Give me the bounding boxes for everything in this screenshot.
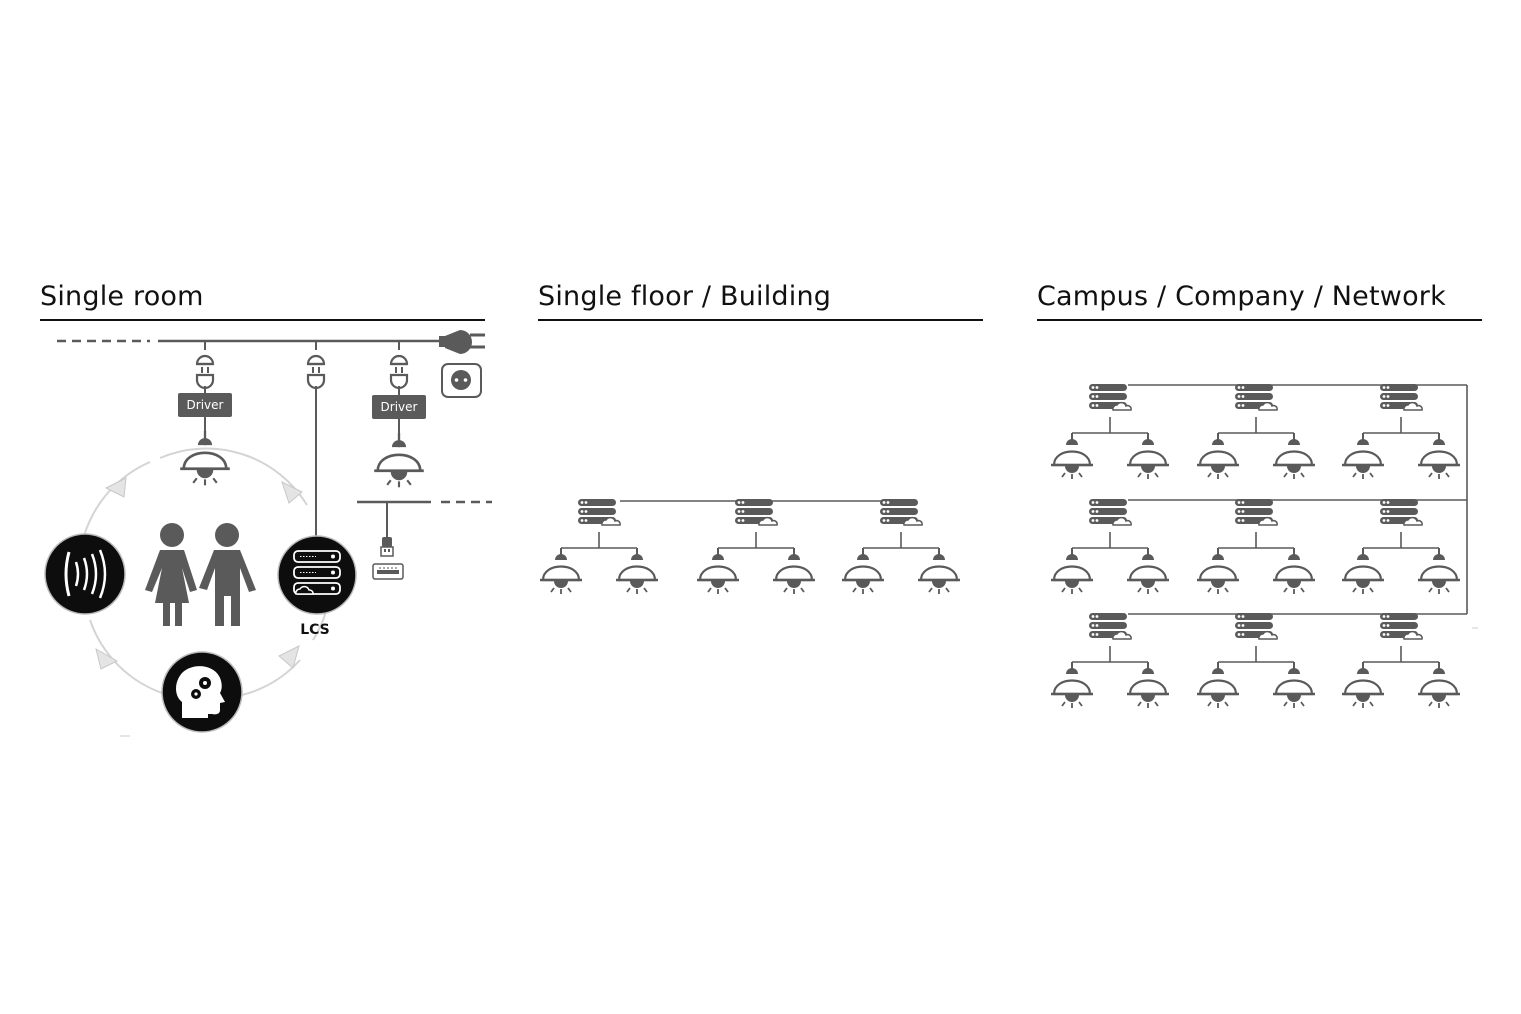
- pendant-lamp-icon: [1049, 431, 1095, 481]
- panel-title-campus-company-network: Campus / Company / Network: [1037, 281, 1446, 312]
- lcs-controller-icon: [277, 535, 357, 615]
- cycle-ring: [83, 447, 333, 696]
- controller-group: [1340, 612, 1462, 710]
- power-plug-icon: [439, 330, 485, 354]
- pendant-lamp-icon: [372, 431, 426, 489]
- server-cloud-icon: [1379, 383, 1423, 411]
- pendant-lamp-icon: [1195, 546, 1241, 596]
- server-cloud-icon: [1234, 612, 1278, 640]
- controller-group: [538, 498, 660, 596]
- pendant-lamp-icon: [695, 546, 741, 596]
- plug-connector-icon: [195, 354, 215, 390]
- driver-box: [178, 393, 232, 417]
- pendant-lamp-icon: [1271, 431, 1317, 481]
- pendant-lamp-icon: [1416, 546, 1462, 596]
- pendant-lamp-icon: [1340, 546, 1386, 596]
- pendant-lamp-icon: [1049, 660, 1095, 710]
- pendant-lamp-icon: [1271, 660, 1317, 710]
- pendant-lamp-icon: [614, 546, 660, 596]
- server-cloud-icon: [1379, 612, 1423, 640]
- controller-group: [1195, 612, 1317, 710]
- single-room-diagram: Driver Driver: [44, 330, 492, 737]
- controller-group: [1195, 498, 1317, 596]
- title-underline: [1037, 319, 1482, 321]
- driver-box: [372, 395, 426, 419]
- plug-connector-icon: [389, 354, 409, 390]
- head-gears-icon: [161, 651, 243, 733]
- pendant-lamp-icon: [1125, 660, 1171, 710]
- server-cloud-icon: [1088, 383, 1132, 411]
- server-cloud-icon: [1088, 498, 1132, 526]
- server-cloud-icon: [1379, 498, 1423, 526]
- controller-group: [1049, 383, 1171, 481]
- controller-group: [840, 498, 962, 596]
- panel-title-single-floor-building: Single floor / Building: [538, 281, 832, 312]
- pendant-lamp-icon: [1416, 660, 1462, 710]
- title-underline: [40, 319, 485, 321]
- pendant-lamp-icon: [178, 429, 232, 487]
- people-icon: [145, 523, 256, 626]
- controller-group: [1340, 383, 1462, 481]
- pendant-lamp-icon: [840, 546, 886, 596]
- pendant-lamp-icon: [1049, 546, 1095, 596]
- controller-group: [695, 498, 817, 596]
- campus-network-diagram: [1049, 383, 1478, 710]
- pendant-lamp-icon: [538, 546, 584, 596]
- server-cloud-icon: [1088, 612, 1132, 640]
- pendant-lamp-icon: [1125, 546, 1171, 596]
- pendant-lamp-icon: [1340, 660, 1386, 710]
- server-cloud-icon: [577, 498, 621, 526]
- controller-group: [1049, 612, 1171, 710]
- controller-group: [1049, 498, 1171, 596]
- sensor-waves-icon: [44, 533, 126, 615]
- title-underline: [538, 319, 983, 321]
- panel-title-single-room: Single room: [40, 281, 204, 312]
- pendant-lamp-icon: [1195, 431, 1241, 481]
- server-cloud-icon: [734, 498, 778, 526]
- single-floor-building-diagram: [538, 498, 962, 596]
- pendant-lamp-icon: [1416, 431, 1462, 481]
- usb-plug-icon: [380, 537, 394, 557]
- pendant-lamp-icon: [1195, 660, 1241, 710]
- pendant-lamp-icon: [1271, 546, 1317, 596]
- pendant-lamp-icon: [1340, 431, 1386, 481]
- pendant-lamp-icon: [916, 546, 962, 596]
- wall-socket-icon: [441, 363, 482, 398]
- controller-group: [1340, 498, 1462, 596]
- usb-port-icon: [372, 563, 404, 580]
- server-cloud-icon: [879, 498, 923, 526]
- pendant-lamp-icon: [1125, 431, 1171, 481]
- controller-group: [1195, 383, 1317, 481]
- driver-label: Driver: [381, 400, 418, 414]
- server-cloud-icon: [1234, 498, 1278, 526]
- pendant-lamp-icon: [771, 546, 817, 596]
- lcs-label: LCS: [300, 622, 330, 638]
- server-cloud-icon: [1234, 383, 1278, 411]
- driver-label: Driver: [187, 398, 224, 412]
- plug-connector-icon: [306, 354, 326, 390]
